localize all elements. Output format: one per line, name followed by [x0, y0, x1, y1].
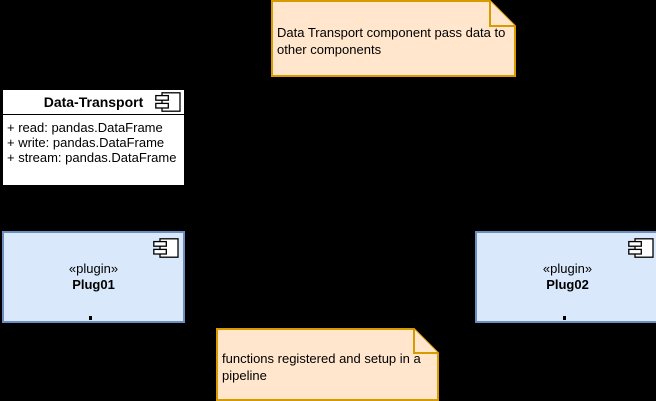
component-plug02[interactable]: «plugin» Plug02 [475, 231, 656, 323]
note-shape [271, 0, 516, 77]
note-bottom-text: functions registered and setup in a pipe… [222, 350, 421, 383]
uml-component-icon [628, 238, 654, 258]
component-attributes: + read: pandas.DataFrame + write: pandas… [3, 115, 184, 165]
connector-tick [563, 316, 566, 320]
note-shape [216, 328, 439, 401]
note-top[interactable]: Data Transport component pass data to ot… [271, 0, 516, 77]
component-plug01[interactable]: «plugin» Plug01 [2, 231, 185, 323]
note-top-text: Data Transport component pass data to ot… [277, 24, 506, 57]
attribute-write: + write: pandas.DataFrame [7, 135, 165, 150]
note-bottom[interactable]: functions registered and setup in a pipe… [216, 328, 439, 401]
plug02-name: Plug02 [546, 277, 589, 292]
plug01-stereotype: «plugin» [68, 261, 119, 276]
component-title-bar: Data-Transport [3, 90, 184, 115]
connector-tick [89, 316, 92, 320]
plug02-stereotype: «plugin» [542, 261, 593, 276]
uml-component-icon [155, 92, 181, 112]
attribute-read: + read: pandas.DataFrame [7, 120, 163, 135]
component-data-transport[interactable]: Data-Transport + read: pandas.DataFrame … [1, 88, 186, 187]
plug01-name: Plug01 [72, 277, 115, 292]
component-title: Data-Transport [43, 94, 144, 110]
attribute-stream: + stream: pandas.DataFrame [7, 150, 177, 165]
uml-component-icon [153, 238, 179, 258]
